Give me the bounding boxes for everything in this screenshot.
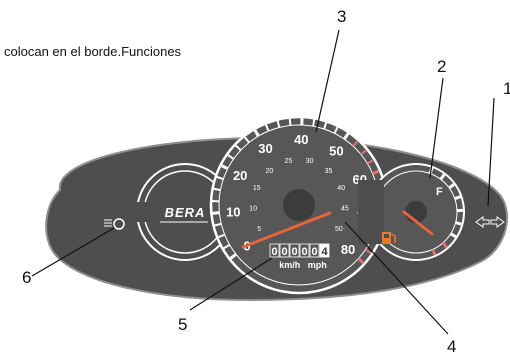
mph-tick-label: 15 xyxy=(253,185,261,192)
kmh-tick-label: 20 xyxy=(233,168,247,183)
mph-tick-label: 50 xyxy=(335,226,343,233)
mph-tick-label: 30 xyxy=(306,158,314,165)
odometer-digit: 4 xyxy=(321,246,328,258)
mph-tick-label: 25 xyxy=(284,158,292,165)
mph-tick-label: 5 xyxy=(257,226,261,233)
fuel-tick xyxy=(455,197,461,199)
kmh-tick-label: 30 xyxy=(258,141,272,156)
speedometer-tick xyxy=(214,189,221,190)
odometer-digit: 0 xyxy=(311,246,317,258)
mph-tick-label: 20 xyxy=(266,168,274,175)
callout-1: 1 xyxy=(503,79,510,98)
mph-tick-label: 35 xyxy=(325,168,333,175)
kmh-tick-label: 10 xyxy=(226,204,240,219)
speedometer-tick xyxy=(290,118,291,125)
speed-units-label: km/h mph xyxy=(279,260,327,270)
speedometer-tick xyxy=(313,119,314,126)
fuel-tick xyxy=(456,223,462,225)
callout-6: 6 xyxy=(22,268,31,287)
callout-5: 5 xyxy=(178,315,187,334)
brand-logo: BERA xyxy=(165,205,206,220)
kmh-tick-label: 40 xyxy=(294,132,308,147)
mph-tick-label: 40 xyxy=(337,185,345,192)
fuel-full-label: F xyxy=(436,186,443,198)
callout-3: 3 xyxy=(337,7,346,26)
mph-tick-label: 45 xyxy=(341,206,349,213)
odometer-digit: 0 xyxy=(301,246,307,258)
kmh-tick-label: 80 xyxy=(341,242,355,257)
speedometer-tick xyxy=(212,213,219,214)
callout-4: 4 xyxy=(447,337,456,356)
callout-2: 2 xyxy=(437,57,446,76)
caption-text: colocan en el borde.Funciones xyxy=(4,44,181,59)
odometer-digit: 0 xyxy=(281,246,287,258)
callout-line-3 xyxy=(316,30,339,132)
mph-tick-label: 10 xyxy=(249,206,257,213)
odometer-digit: 0 xyxy=(271,246,277,258)
odometer-digit: 0 xyxy=(291,246,297,258)
kmh-tick-label: 50 xyxy=(329,144,343,159)
